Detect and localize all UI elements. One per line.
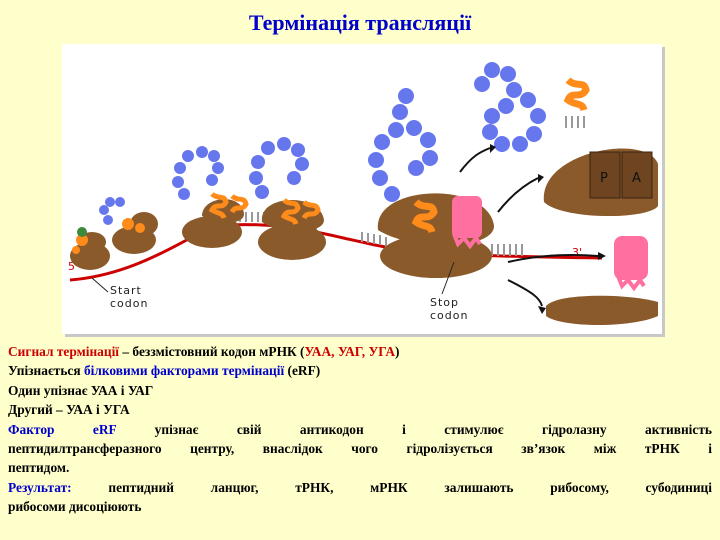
termination-signal-line: Сигнал термінації – беззмістовний кодон … xyxy=(8,342,712,361)
erf-desc-1: упізнає свій антикодон і стимулює гідрол… xyxy=(116,422,712,437)
stop-codon-label-2: codon xyxy=(430,309,468,322)
erf-paragraph-line-2: пептидилтрансферазного центру, внаслідок… xyxy=(8,439,712,458)
small-subunit-released xyxy=(546,296,658,325)
translation-termination-diagram: 5' 3' xyxy=(62,44,662,334)
release-factors-term: білковими факторами термінації xyxy=(84,363,284,378)
peptide-chain-stage-4 xyxy=(249,137,309,199)
recognition-end: (eRF) xyxy=(284,363,320,378)
termination-signal-term: Сигнал термінації xyxy=(8,344,119,359)
label-3prime: 3' xyxy=(572,246,582,259)
page-title: Термінація трансляції xyxy=(0,10,720,36)
start-codon-pointer xyxy=(92,278,108,292)
release-factor-released xyxy=(614,236,648,288)
factor-one-line: Один упізнає УАА і УАГ xyxy=(8,381,712,400)
peptide-chain-stage-3 xyxy=(172,146,224,200)
result-paragraph-line-2: рибосоми дисоціюють xyxy=(8,497,712,516)
result-term: Результат: xyxy=(8,480,72,495)
site-p-label: P xyxy=(600,171,608,186)
recognition-start: Упізнається xyxy=(8,363,84,378)
recognition-line: Упізнається білковими факторами термінац… xyxy=(8,361,712,380)
result-paragraph-line-1: Результат: пептидний ланцюг, тРНК, мРНК … xyxy=(8,478,712,497)
large-subunit-released: P A xyxy=(544,149,658,217)
factor-two-line: Другий – УАА і УГА xyxy=(8,400,712,419)
ribosome-stage-2 xyxy=(112,212,158,254)
trna-stage-5 xyxy=(416,202,434,232)
released-peptide xyxy=(474,62,546,152)
diagram-canvas: 5' 3' xyxy=(62,44,662,334)
start-codon-label-2: codon xyxy=(110,297,148,310)
description-text: Сигнал термінації – беззмістовний кодон … xyxy=(8,342,712,517)
erf-paragraph-line-3: пептидом. xyxy=(8,458,712,477)
released-trna xyxy=(566,80,586,128)
peptide-chain-stage-5 xyxy=(368,88,438,202)
result-desc-1: пептидний ланцюг, тРНК, мРНК залишають р… xyxy=(72,480,712,495)
termination-signal-desc: – беззмістовний кодон мРНК ( xyxy=(119,344,304,359)
site-a-label: A xyxy=(632,171,641,186)
peptide-chain-stage-2 xyxy=(99,197,125,225)
start-codon-label-1: Start xyxy=(110,284,142,297)
stop-codons: УАА, УАГ, УГА xyxy=(305,344,396,359)
erf-term: Фактор eRF xyxy=(8,422,116,437)
peptide-bead xyxy=(77,227,87,237)
erf-paragraph-line-1: Фактор eRF упізнає свій антикодон і стим… xyxy=(8,420,712,439)
stop-codon-label-1: Stop xyxy=(430,296,459,309)
termination-signal-end: ) xyxy=(395,344,399,359)
